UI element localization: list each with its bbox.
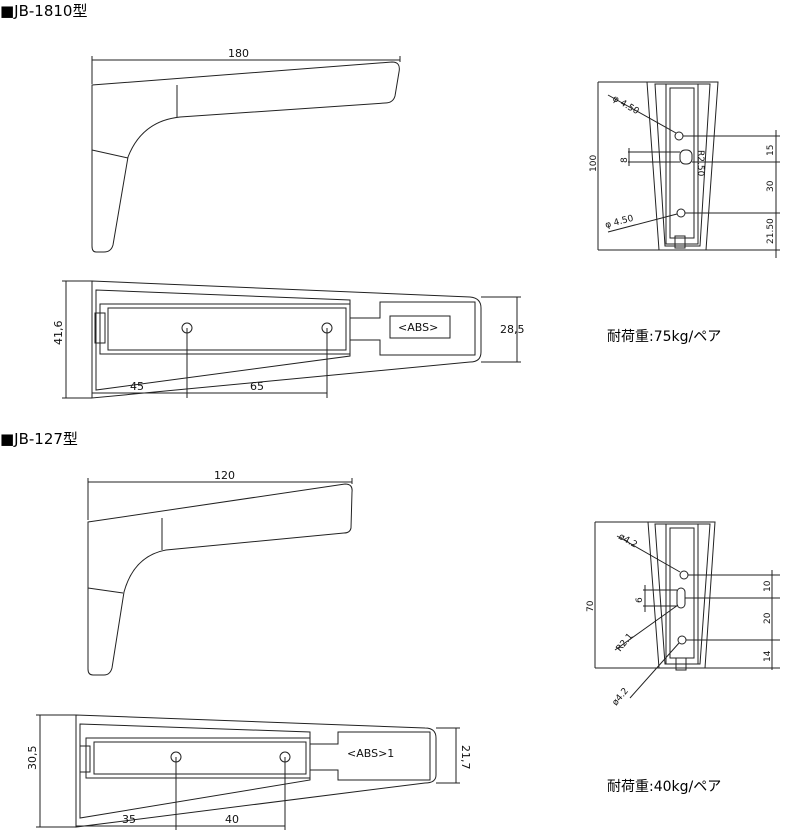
width-right-dim: 21,7 (459, 745, 472, 770)
front-view-jb127: 70 ø4.2 ø4.2 6 R2.1 10 20 14 (586, 521, 780, 708)
height-dim: 100 (589, 155, 599, 172)
side-view-jb1810: 180 (91, 47, 401, 253)
load-capacity-jb1810: 耐荷重:75kg/ペア (607, 329, 722, 345)
front-view-jb1810: 100 φ 4.50 φ 4.50 8 R2.50 15 30 21.50 (589, 81, 780, 258)
width-left-dim: 30,5 (26, 746, 39, 771)
length-dim: 120 (214, 469, 235, 482)
dim-30: 30 (766, 180, 776, 192)
width-left-dim: 41,6 (52, 321, 65, 346)
dim-20: 20 (763, 612, 773, 624)
hole-offset-dim: 45 (130, 380, 144, 393)
model-title-jb127: ■JB-127型 (0, 430, 78, 448)
hole-offset-dim: 35 (122, 813, 136, 826)
dim-21-50: 21.50 (766, 218, 776, 244)
length-dim: 180 (228, 47, 249, 60)
hole-dia-top: φ 4.50 (611, 94, 641, 117)
hole-dia-bottom: ø4.2 (611, 686, 631, 708)
top-view-jb1810: <ABS> 45 65 41,6 28,5 (52, 280, 525, 399)
abs-label: <ABS> (398, 321, 438, 334)
slot-dim: 6 (635, 597, 645, 603)
hole-dia-bottom: φ 4.50 (604, 214, 635, 231)
model-title-jb1810: ■JB-1810型 (0, 2, 88, 20)
height-dim: 70 (586, 600, 596, 612)
hole-dia-top: ø4.2 (617, 532, 639, 551)
slot-radius: R2.50 (695, 150, 705, 177)
hole-spacing-dim: 65 (250, 380, 264, 393)
load-capacity-jb127: 耐荷重:40kg/ペア (607, 779, 722, 795)
top-view-jb127: <ABS>1 35 40 30,5 21,7 (26, 714, 472, 830)
hole-spacing-dim: 40 (225, 813, 239, 826)
slot-dim: 8 (620, 157, 630, 163)
dim-10: 10 (763, 580, 773, 592)
width-right-dim: 28,5 (500, 323, 525, 336)
dim-15: 15 (766, 145, 776, 156)
slot-radius: R2.1 (615, 632, 636, 654)
side-view-jb127: 120 (87, 469, 353, 676)
abs-label: <ABS>1 (347, 747, 394, 760)
dim-14: 14 (763, 650, 773, 662)
